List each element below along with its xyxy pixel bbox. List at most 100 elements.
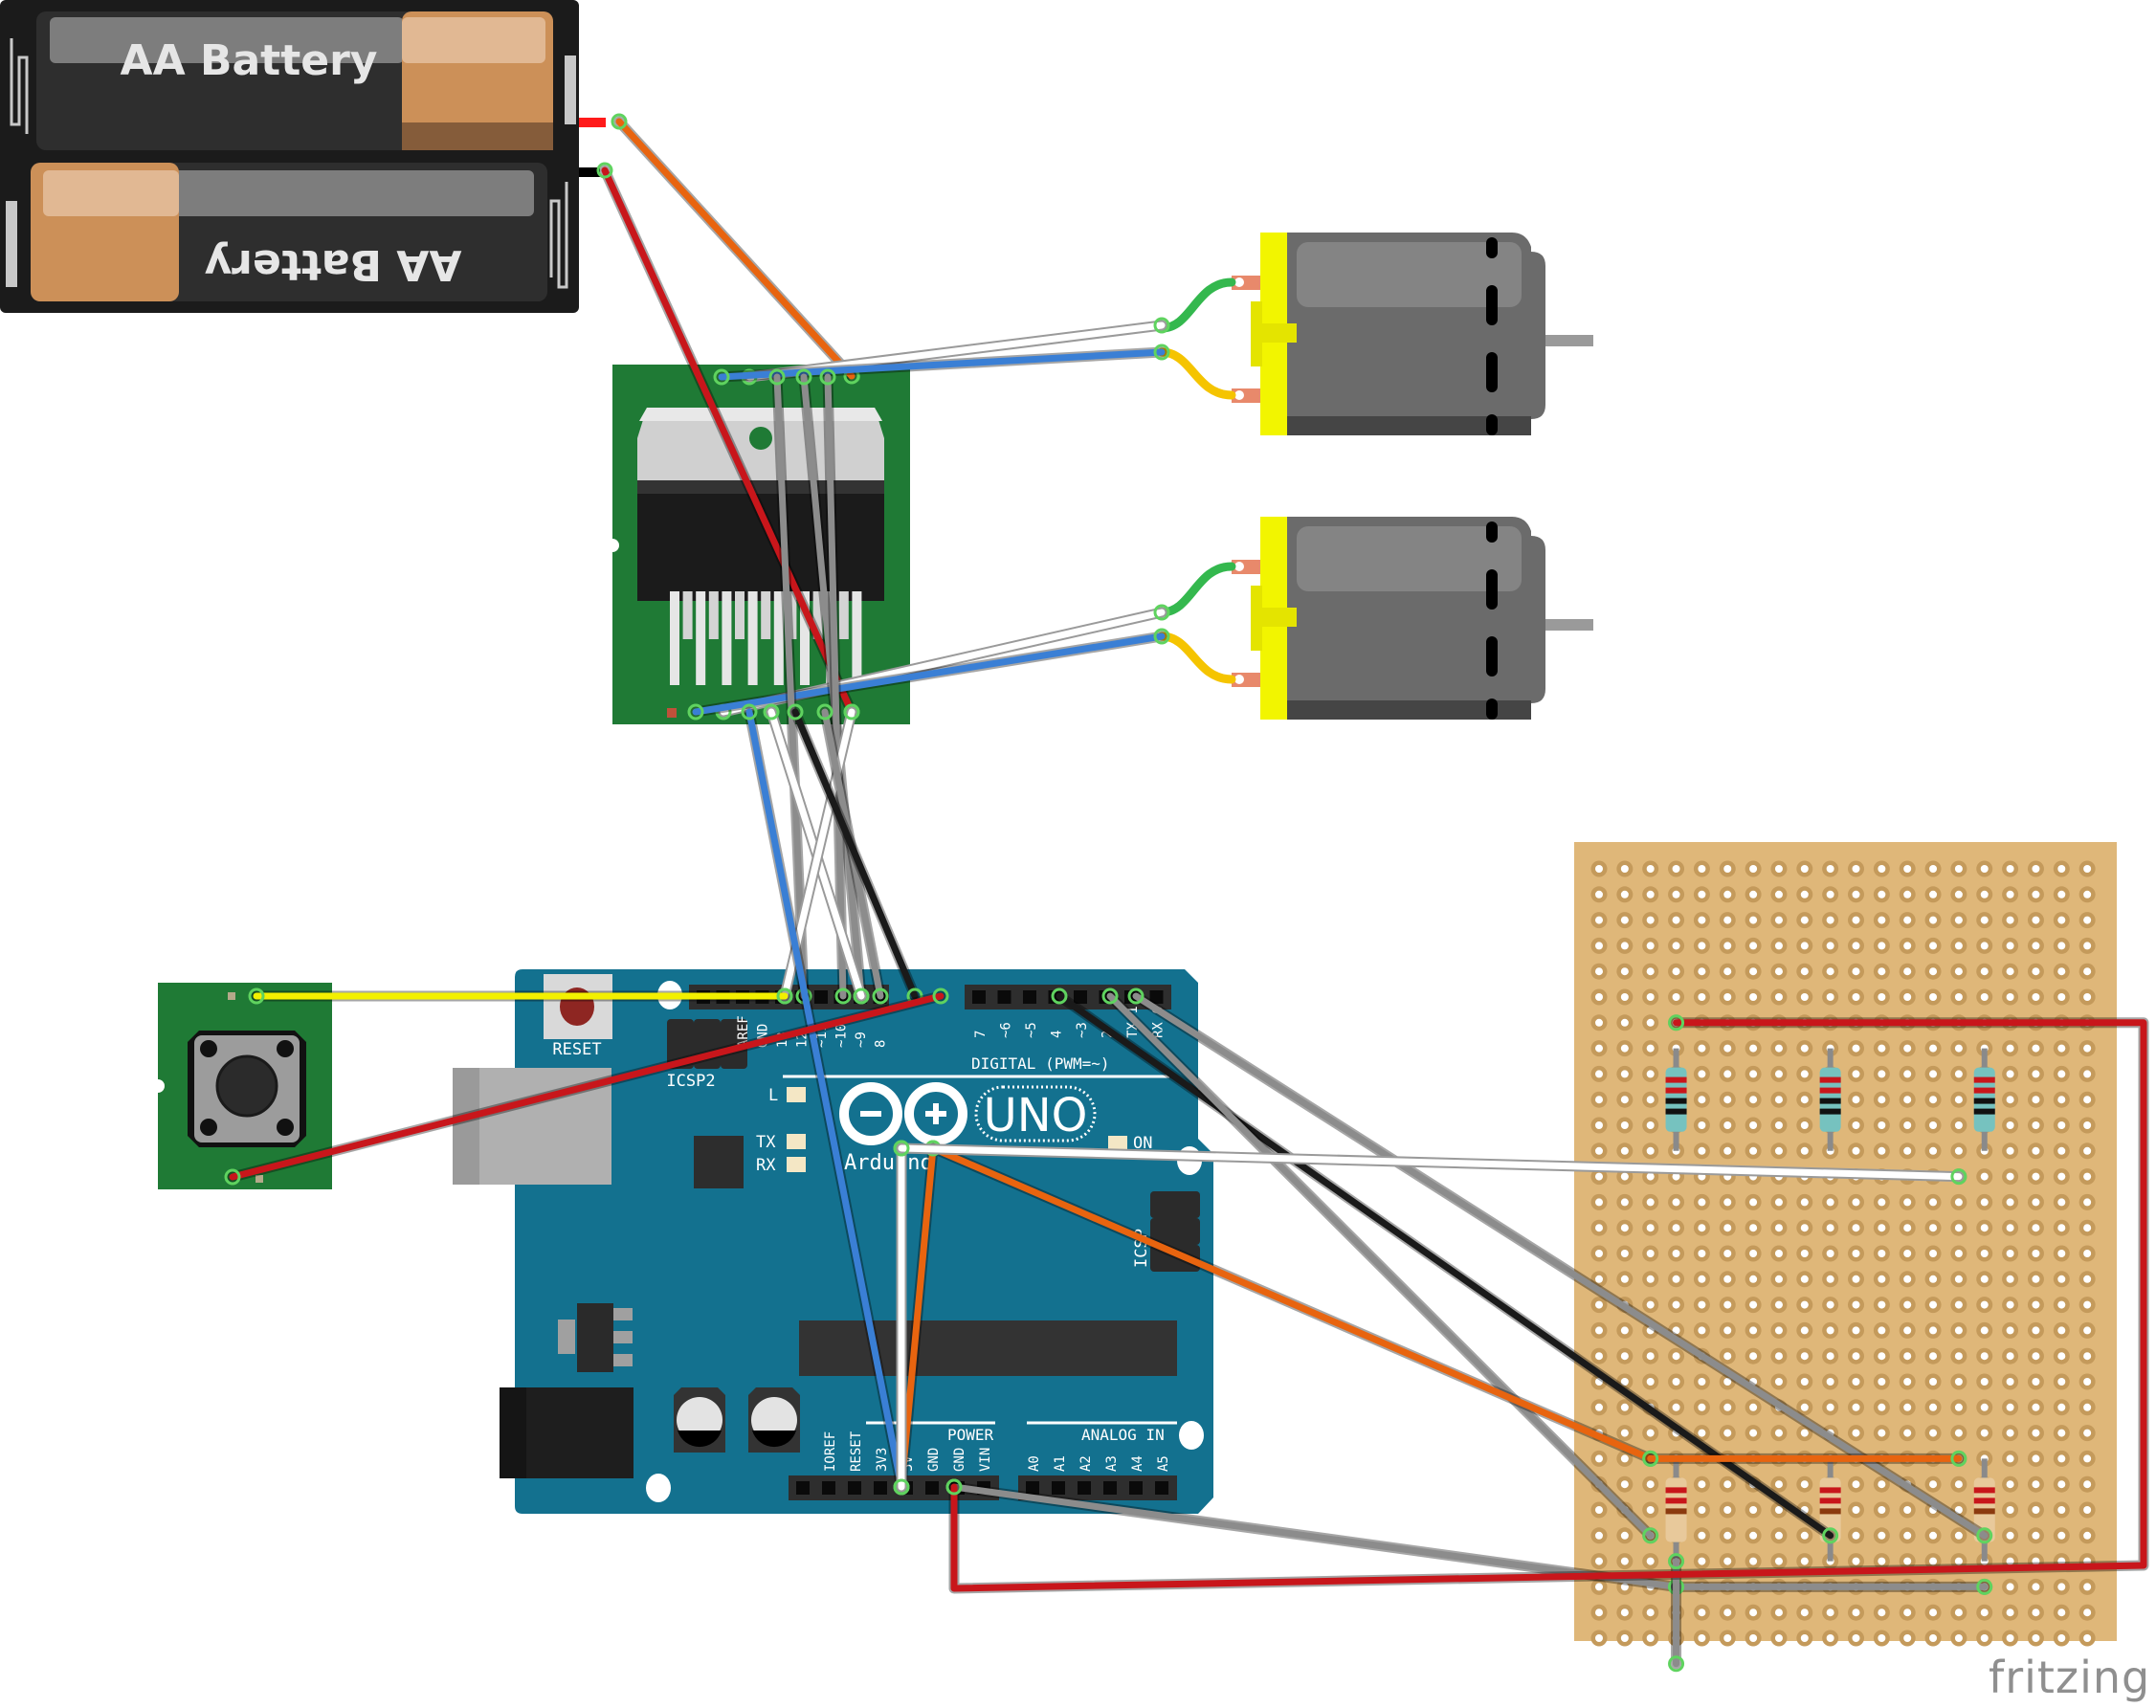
perf-hole: [1852, 1557, 1860, 1565]
perf-hole: [2083, 1121, 2092, 1129]
ic-leg: [812, 591, 823, 639]
wire-pin2-perf[interactable]: [1106, 992, 1655, 1540]
perf-hole: [1698, 967, 1706, 976]
perf-hole: [1774, 1634, 1783, 1642]
perf-hole: [2057, 1480, 2066, 1489]
perf-hole: [1620, 1224, 1629, 1232]
perf-hole: [1800, 1557, 1809, 1565]
wire-motor1-b[interactable]: [718, 348, 1166, 381]
perf-hole: [1749, 1429, 1758, 1437]
wire-perf-bus-red[interactable]: [950, 1019, 2147, 1592]
wire-endpoint: [843, 703, 860, 721]
perf-hole: [1595, 1326, 1603, 1335]
perf-hole: [2032, 1634, 2040, 1642]
perf-hole: [1723, 1146, 1732, 1155]
battery-pack[interactable]: AA Battery AA Battery: [0, 0, 606, 313]
perf-hole: [1878, 1224, 1886, 1232]
perf-hole: [1723, 1557, 1732, 1565]
wire-5v-perf-1[interactable]: [929, 1144, 1655, 1462]
perf-hole: [1954, 1480, 1963, 1489]
perf-hole: [1620, 1018, 1629, 1027]
resistor: [1665, 1048, 1687, 1151]
perf-hole: [1646, 967, 1655, 976]
perfboard[interactable]: [1574, 842, 2117, 1647]
wire-button-power[interactable]: [229, 992, 945, 1181]
perf-hole: [1929, 865, 1938, 873]
motor-driver-board[interactable]: [606, 365, 910, 724]
perf-hole: [1929, 1275, 1938, 1283]
wire-pin4-perf[interactable]: [1056, 992, 1834, 1540]
perf-hole: [1620, 1557, 1629, 1565]
battery-lead-negative[interactable]: [579, 167, 600, 177]
perf-hole: [1954, 1326, 1963, 1335]
wire-perf-bus-white[interactable]: [898, 1144, 1963, 1181]
reset-button[interactable]: [544, 974, 612, 1039]
perf-hole: [1954, 1275, 1963, 1283]
wire-battery-positive[interactable]: [615, 118, 856, 380]
led-l-label: L: [768, 1086, 778, 1105]
perf-hole: [1826, 942, 1834, 950]
perf-hole: [1595, 1224, 1603, 1232]
perf-hole: [1800, 1326, 1809, 1335]
wire-driver-gray-1[interactable]: [773, 373, 808, 1000]
wire-driver-5v[interactable]: [745, 708, 905, 1491]
perf-hole: [1646, 890, 1655, 898]
perf-hole: [1878, 1198, 1886, 1207]
perf-hole: [1878, 1326, 1886, 1335]
wire-endpoint: [1051, 987, 1068, 1005]
pin-label: A1: [1053, 1455, 1068, 1472]
perf-hole: [1723, 1275, 1732, 1283]
pushbutton-board[interactable]: [151, 983, 332, 1189]
wire-driver-ground[interactable]: [791, 708, 919, 1000]
perf-hole: [2083, 993, 2092, 1001]
perf-hole: [1800, 1634, 1809, 1642]
resistor-band: [1973, 1487, 1995, 1494]
perf-hole: [2006, 1250, 2014, 1257]
motor-vent: [1486, 521, 1498, 543]
resistors: [1665, 1048, 1995, 1562]
perf-hole: [1878, 942, 1886, 950]
perf-hole: [2032, 1044, 2040, 1053]
wire-driver-gray-3[interactable]: [824, 373, 847, 1000]
perf-hole: [1929, 916, 1938, 924]
perf-hole: [1646, 1198, 1655, 1207]
wires: [224, 113, 2149, 1673]
resistor-band: [1665, 1087, 1687, 1094]
perf-hole: [1595, 1070, 1603, 1078]
perf-hole: [1646, 1480, 1655, 1489]
wire-motor2-b[interactable]: [692, 632, 1166, 716]
perf-hole: [1852, 1352, 1860, 1361]
perf-hole: [1954, 1531, 1963, 1540]
perf-hole: [1620, 1198, 1629, 1207]
pin-label: A4: [1130, 1455, 1145, 1472]
battery-lead-positive[interactable]: [579, 118, 606, 127]
perf-hole: [1903, 1326, 1912, 1335]
perf-hole: [1723, 1326, 1732, 1335]
perf-hole: [1749, 1250, 1758, 1257]
pushbutton-cap[interactable]: [215, 1054, 278, 1118]
perf-hole: [1800, 1146, 1809, 1155]
perf-hole: [1903, 1378, 1912, 1386]
wire-analog-perf[interactable]: [950, 1483, 1680, 1590]
perf-hole: [1774, 1121, 1783, 1129]
wire-pin1-perf[interactable]: [1132, 992, 1989, 1540]
perf-hole: [1646, 1634, 1655, 1642]
wire-endpoint: [853, 987, 870, 1005]
perf-hole: [1878, 1480, 1886, 1489]
perf-hole: [2083, 1378, 2092, 1386]
perf-hole: [1903, 1070, 1912, 1078]
perf-hole: [1903, 1429, 1912, 1437]
perf-hole: [1929, 1250, 1938, 1257]
perf-hole: [1852, 1121, 1860, 1129]
brand-label: Arduino: [844, 1151, 933, 1175]
perf-hole: [1954, 1403, 1963, 1411]
perf-hole: [1980, 1172, 1989, 1181]
wire-endpoint: [1642, 1527, 1659, 1544]
perf-hole: [1878, 1608, 1886, 1617]
header-socket: [874, 1481, 887, 1495]
motor-vent: [1486, 285, 1498, 325]
wire-battery-negative[interactable]: [601, 166, 856, 716]
perf-hole: [1800, 1070, 1809, 1078]
perf-hole: [1903, 865, 1912, 873]
